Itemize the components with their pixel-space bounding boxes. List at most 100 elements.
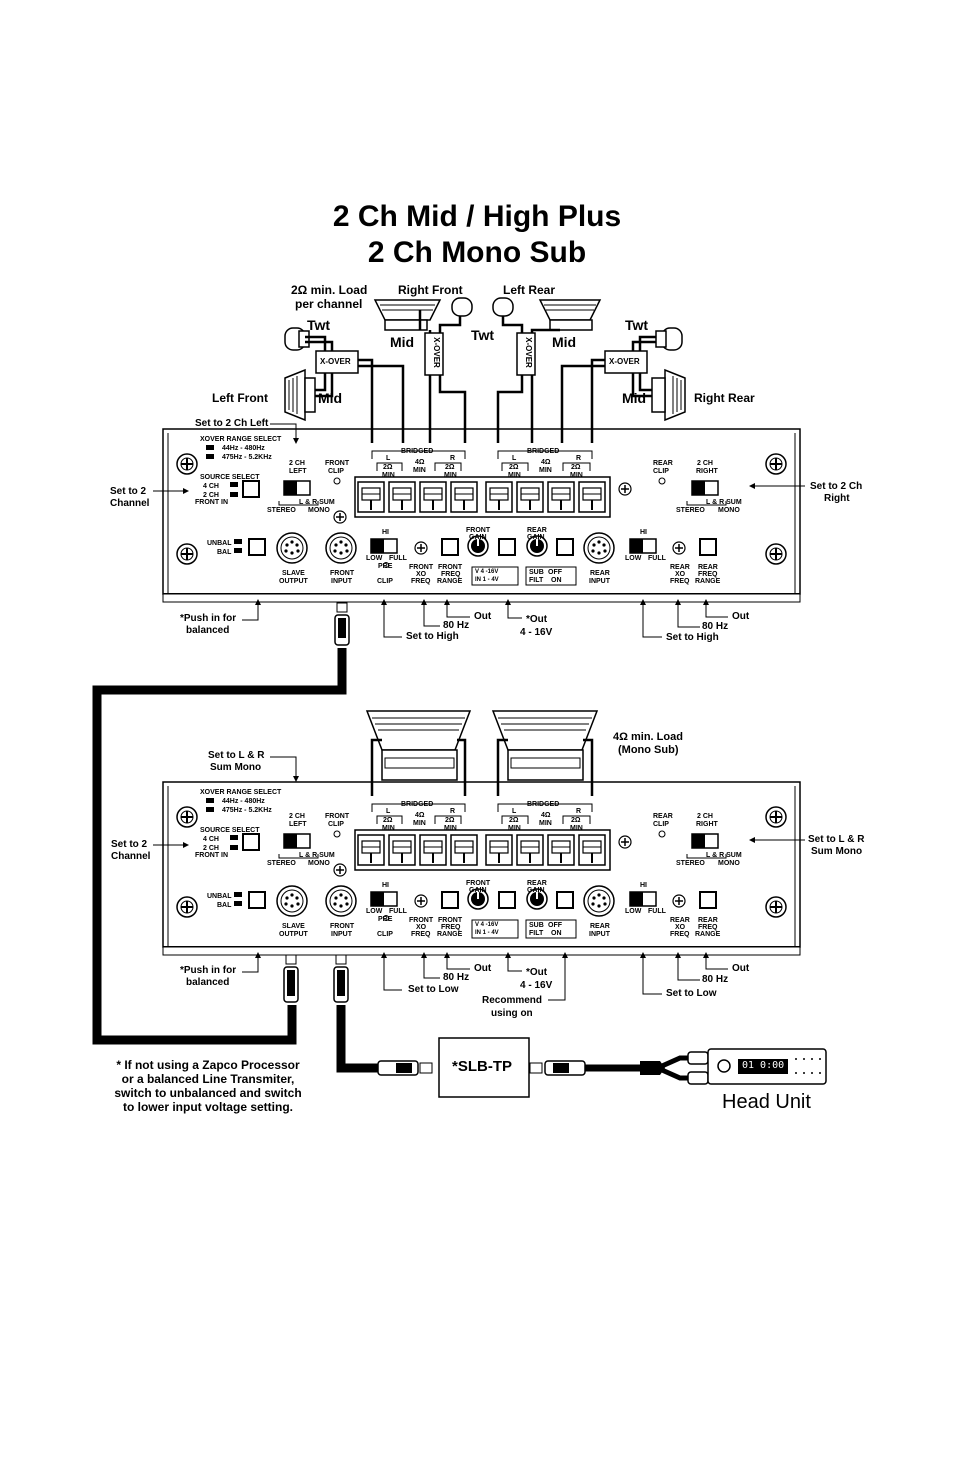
slb-tp-box: [438, 1037, 530, 1098]
rca-link-cable: [92, 602, 350, 1045]
sub-2: FILT: [529, 577, 544, 584]
set-low-c: Set to Low: [666, 988, 717, 999]
set-2ch-left-callout: Set to 2 Ch Left: [195, 418, 269, 429]
rear-clip-2: CLIP: [653, 468, 669, 475]
2ohm-2: 2Ω: [445, 464, 455, 471]
footnote-line2: or a balanced Line Transmiter,: [121, 1072, 295, 1086]
pre-1: PRE: [378, 916, 393, 923]
rear-gain-1: REAR: [527, 527, 547, 534]
l-label-rear: L: [512, 808, 517, 815]
2ch-right-1: 2 CH: [697, 460, 713, 467]
load-label: 2Ω min. Load: [291, 283, 368, 297]
set-high-a: Set to High: [406, 631, 459, 642]
hz80-c: 80 Hz: [702, 621, 729, 632]
xover-range-select-label: XOVER RANGE SELECT: [200, 436, 282, 443]
right-front-tweeter: [451, 297, 473, 317]
rear-clip-2: CLIP: [653, 821, 669, 828]
min-3: MIN: [508, 472, 521, 479]
set-lr-right-1: Set to L & R: [808, 834, 865, 845]
min-1: MIN: [382, 472, 395, 479]
2ch-left-2: LEFT: [289, 468, 307, 475]
lr-sum-label-r: L & R SUM: [706, 499, 742, 506]
mid-label-lf: Mid: [318, 390, 343, 406]
out-c: Out: [732, 611, 750, 622]
rear-freq-1: REAR: [698, 917, 718, 924]
front-xo-3: FREQ: [411, 578, 431, 585]
full-label-r: FULL: [648, 555, 666, 562]
hz80-a: 80 Hz: [443, 620, 470, 631]
on-label: ON: [551, 577, 562, 584]
left-rear-tweeter: [492, 297, 514, 317]
4ohm-rear: 4Ω: [541, 812, 551, 819]
4ch-label: 4 CH: [203, 836, 219, 843]
min-2: MIN: [444, 472, 457, 479]
slave-1: SLAVE: [282, 923, 305, 930]
source-select-label: SOURCE SELECT: [200, 474, 260, 481]
front-xo-2: XO: [416, 571, 427, 578]
r-label-front: R: [450, 455, 456, 462]
min-2: MIN: [444, 825, 457, 832]
slave-2: OUTPUT: [279, 578, 308, 585]
footnote-line4: to lower input voltage setting.: [122, 1100, 293, 1114]
left-rear-mid: [538, 299, 602, 331]
mono-label: MONO: [308, 860, 330, 867]
channel-b: Channel: [111, 851, 151, 862]
front-freq-1: FRONT: [438, 564, 463, 571]
bridged-label-rear: BRIDGED: [527, 801, 560, 808]
stereo-label: STEREO: [267, 507, 296, 514]
slave-1: SLAVE: [282, 570, 305, 577]
front-freq-2: FREQ: [441, 924, 461, 931]
right-rear-label: Right Rear: [694, 391, 755, 405]
sub-load-2: (Mono Sub): [618, 744, 679, 756]
stereo-label-r: STEREO: [676, 507, 705, 514]
range-b-label: 475Hz - 5.2KHz: [222, 454, 272, 461]
subwoofer-left: [365, 710, 472, 781]
unbal-label: UNBAL: [207, 893, 232, 900]
front-clip-1: FRONT: [325, 813, 350, 820]
mono-label: MONO: [308, 507, 330, 514]
amp2-panel-labels: XOVER RANGE SELECT 44Hz - 480Hz 475Hz - …: [0, 782, 954, 962]
min-front-4: MIN: [413, 467, 426, 474]
left-front-tweeter: [284, 327, 310, 351]
head-unit-display: 01 0:00: [742, 1060, 785, 1071]
hz80-a-b: 80 Hz: [443, 972, 470, 983]
right-front-mid: [373, 299, 442, 331]
left-front-label: Left Front: [212, 391, 268, 405]
bal-label: BAL: [217, 902, 232, 909]
front-gain-1: FRONT: [466, 880, 491, 887]
v-b-b: 4 - 16V: [520, 980, 553, 991]
front-input-1: FRONT: [330, 923, 355, 930]
rear-xo-2: XO: [675, 571, 686, 578]
v-range-b: IN 1 - 4V: [475, 930, 499, 936]
4ohm-rear: 4Ω: [541, 459, 551, 466]
2ohm-4: 2Ω: [571, 464, 581, 471]
rear-gain-2: GAIN: [527, 534, 545, 541]
2ohm-1: 2Ω: [383, 817, 393, 824]
2ch-right-2: RIGHT: [696, 821, 718, 828]
rear-freq-2: FREQ: [698, 571, 718, 578]
2ohm-3: 2Ω: [509, 464, 519, 471]
xover-label-left: X-OVER: [320, 357, 351, 366]
front-input-2: INPUT: [331, 578, 352, 585]
range-a-label: 44Hz - 480Hz: [222, 445, 265, 452]
full-label-r: FULL: [648, 908, 666, 915]
rear-input-1: REAR: [590, 923, 610, 930]
mono-label-r: MONO: [718, 507, 740, 514]
diagram-title-line2: 2 Ch Mono Sub: [367, 236, 587, 269]
right-rear-tweeter: [655, 327, 683, 351]
sub-2: FILT: [529, 930, 544, 937]
xover-label-rf: X-OVER: [431, 337, 441, 368]
twt-label-right: Twt: [625, 317, 649, 333]
slb-tp-label: *SLB-TP: [452, 1058, 512, 1075]
full-label: FULL: [389, 555, 407, 562]
right-front-label: Right Front: [398, 283, 463, 297]
source-select-label: SOURCE SELECT: [200, 827, 260, 834]
2ch-label: 2 CH: [203, 845, 219, 852]
r-label-rear: R: [576, 455, 582, 462]
front-xo-1: FRONT: [409, 917, 434, 924]
front-xo-1: FRONT: [409, 564, 434, 571]
rear-xo-1: REAR: [670, 917, 690, 924]
v-range-b: IN 1 - 4V: [475, 577, 499, 583]
set-to-2-b: Set to 2: [111, 839, 148, 850]
